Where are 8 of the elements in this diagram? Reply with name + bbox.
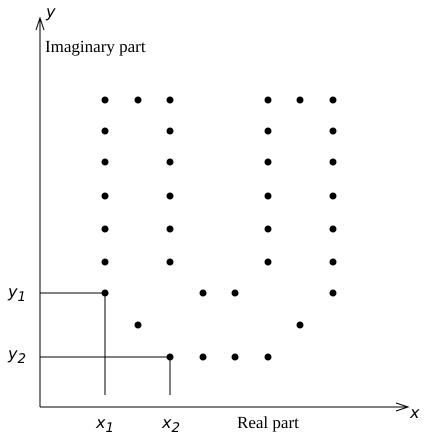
- axis-label: x: [410, 405, 420, 421]
- tick-label: x$_{2}$: [162, 415, 180, 436]
- axis-title: Imaginary part: [45, 38, 146, 55]
- tick-label: x$_{1}$: [96, 415, 114, 436]
- axis-title: Real part: [237, 414, 299, 431]
- tick-label: y$_{2}$: [8, 346, 26, 367]
- axis-label: y: [46, 4, 56, 20]
- tick-label: y$_{1}$: [8, 284, 26, 305]
